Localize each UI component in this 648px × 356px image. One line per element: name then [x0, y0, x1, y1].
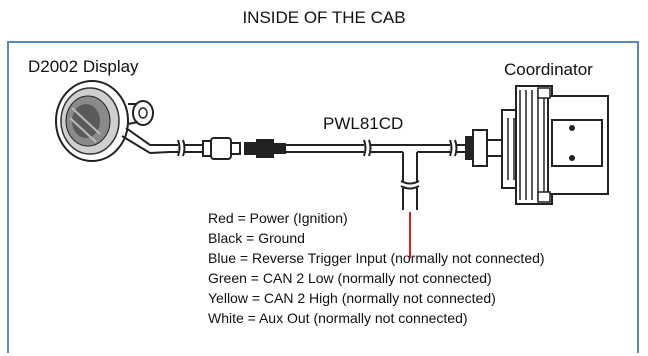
legend-green: Green = CAN 2 Low (normally not connecte…	[208, 270, 492, 286]
cable-label: PWL81CD	[323, 114, 404, 133]
d2002-display-icon	[55, 80, 171, 162]
legend-white: White = Aux Out (normally not connected)	[208, 310, 468, 326]
diagram-title: INSIDE OF THE CAB	[242, 8, 406, 27]
cable-connector-icon	[202, 137, 286, 160]
cab-frame	[7, 41, 639, 353]
coordinator-cable	[442, 129, 502, 167]
legend-yellow: Yellow = CAN 2 High (normally not connec…	[208, 290, 496, 306]
coordinator-label: Coordinator	[504, 60, 593, 79]
display-cable	[170, 139, 203, 157]
wire-color-legend: Red = Power (Ignition) Black = Ground Bl…	[208, 208, 545, 328]
legend-blue: Blue = Reverse Trigger Input (normally n…	[208, 250, 545, 266]
display-label: D2002 Display	[28, 57, 139, 76]
pwl81cd-cable	[286, 139, 442, 210]
coordinator-icon	[501, 85, 609, 205]
legend-black: Black = Ground	[208, 230, 305, 246]
legend-red: Red = Power (Ignition)	[208, 210, 348, 226]
